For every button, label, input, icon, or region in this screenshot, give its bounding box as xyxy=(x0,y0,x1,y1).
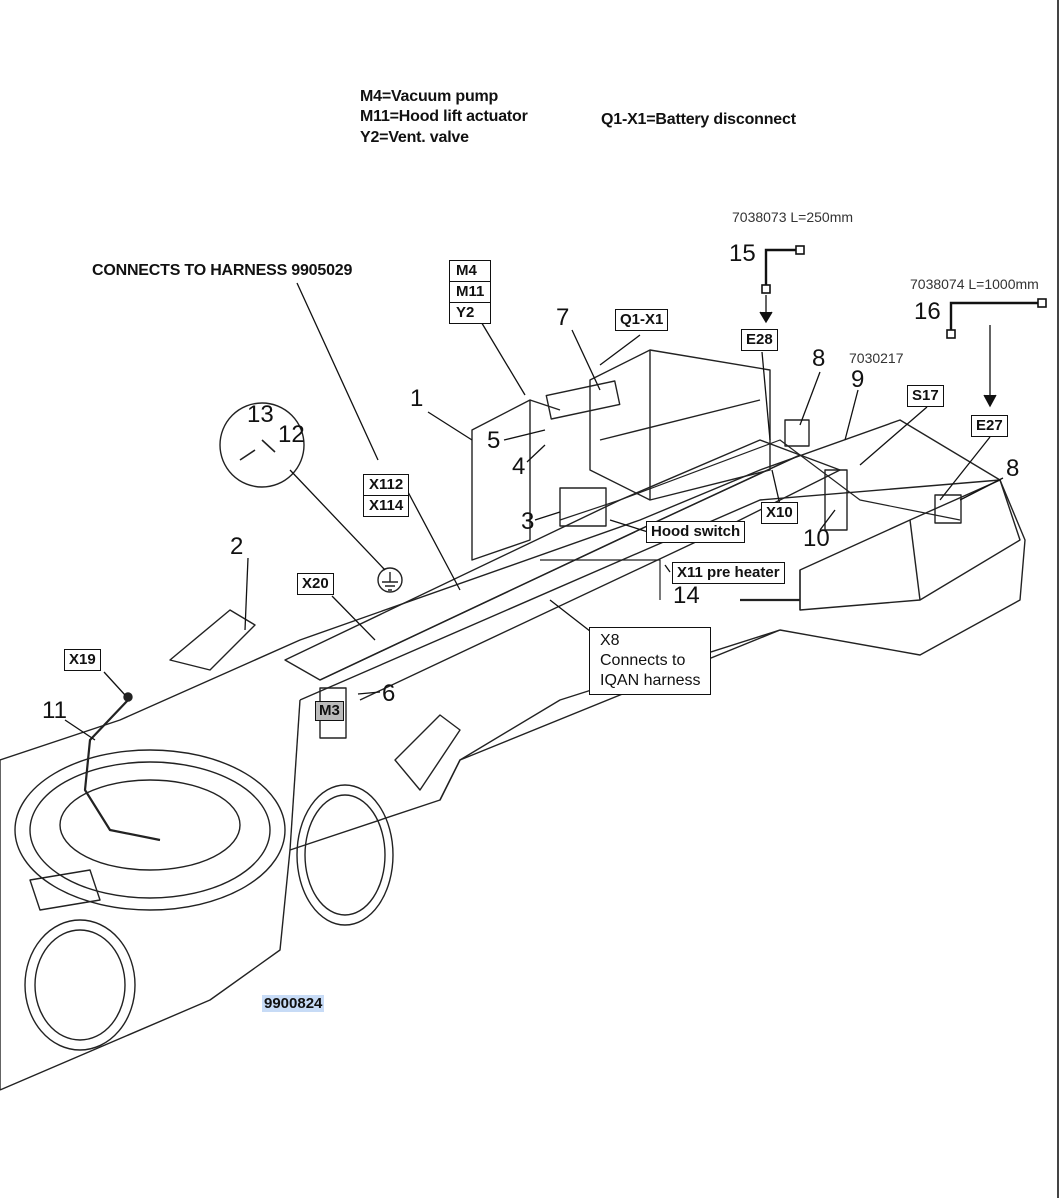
callout-1: 1 xyxy=(410,385,424,412)
part-id-label: 9900824 xyxy=(262,995,325,1013)
m11-box-label: M11 xyxy=(450,282,491,303)
y2-box-label: Y2 xyxy=(456,304,475,321)
callout-9: 9 xyxy=(851,366,865,393)
callout-8a: 8 xyxy=(812,345,826,372)
x11-box: X11 pre heater xyxy=(672,562,785,584)
legend-m4: M4=Vacuum pump xyxy=(360,88,499,105)
legend-q1x1: Q1-X1=Battery disconnect xyxy=(601,111,796,128)
part-id-value: 9900824 xyxy=(262,995,325,1012)
e28-box: E28 xyxy=(741,329,778,351)
callout-14: 14 xyxy=(673,582,700,609)
callout-2: 2 xyxy=(230,533,244,560)
callout-4: 4 xyxy=(512,453,526,480)
e27-box: E27 xyxy=(971,415,1008,437)
x8-line-3: IQAN harness xyxy=(600,672,701,689)
m3-box: M3 xyxy=(315,701,344,721)
callout-10: 10 xyxy=(803,525,830,552)
x10-box: X10 xyxy=(761,502,798,524)
callout-7: 7 xyxy=(556,304,570,331)
x8-box: X8 Connects to IQAN harness xyxy=(589,627,712,695)
callout-11: 11 xyxy=(42,697,67,724)
callout-13: 13 xyxy=(247,401,274,428)
legend-y2: Y2=Vent. valve xyxy=(360,129,469,146)
q1x1-box: Q1-X1 xyxy=(615,309,669,331)
callout-5: 5 xyxy=(487,427,501,454)
callout-12: 12 xyxy=(278,421,305,448)
x8-title: X8 xyxy=(600,632,620,649)
cable-16-note: 7038074 L=1000mm xyxy=(910,276,1039,292)
s17-box: S17 xyxy=(907,385,944,407)
m4-box-label: M4 xyxy=(450,261,491,282)
callout-15: 15 xyxy=(729,240,756,267)
x114-box-label: X114 xyxy=(369,497,404,514)
x112-box-label: X112 xyxy=(364,475,409,496)
callout-8b: 8 xyxy=(1006,455,1020,482)
x19-box: X19 xyxy=(64,649,101,671)
callout-16: 16 xyxy=(914,298,941,325)
callout-6: 6 xyxy=(382,680,396,707)
callout-3: 3 xyxy=(521,508,535,535)
m4-m11-y2-box: M4 M11 Y2 xyxy=(449,260,492,324)
cable-15-note: 7038073 L=250mm xyxy=(732,209,854,225)
x20-box: X20 xyxy=(297,573,334,595)
hood-switch-box: Hood switch xyxy=(646,521,746,543)
harness-note: CONNECTS TO HARNESS 9905029 xyxy=(92,262,353,279)
page-right-border xyxy=(1057,0,1059,1198)
x8-line-2: Connects to xyxy=(600,652,686,669)
legend-m11: M11=Hood lift actuator xyxy=(360,108,528,125)
part-7030217-note: 7030217 xyxy=(849,350,904,366)
x112-x114-box: X112 X114 xyxy=(363,474,410,517)
